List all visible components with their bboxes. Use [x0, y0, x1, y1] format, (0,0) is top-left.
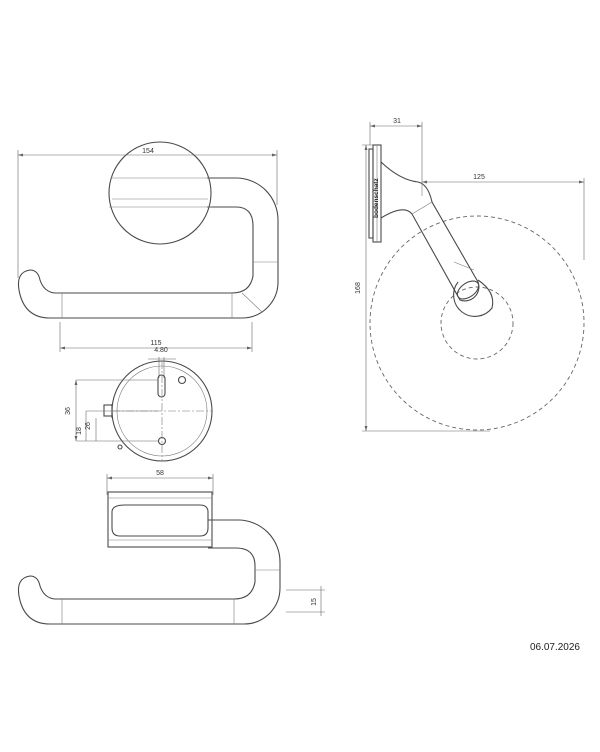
front-view: 154 115	[17, 141, 279, 352]
dim-4-80: 4.80	[154, 347, 168, 354]
brand-label: bodenschatz	[373, 178, 380, 218]
dim-36: 36	[65, 407, 72, 415]
dim-26: 26	[85, 422, 92, 430]
dim-31: 31	[393, 118, 401, 125]
dim-154: 154	[142, 148, 154, 155]
top-view: 58 15	[17, 470, 325, 625]
dim-125: 125	[473, 174, 485, 181]
drawing-date: 06.07.2026	[529, 642, 580, 653]
side-view: 31 125 168 bodenschatz	[355, 118, 585, 432]
dim-58: 58	[156, 470, 164, 477]
wall-plate-view: 4.80 36 26 18	[65, 347, 213, 462]
dim-168: 168	[355, 282, 362, 294]
dim-18: 18	[76, 427, 83, 435]
dim-15: 15	[311, 598, 318, 606]
dim-115: 115	[150, 340, 161, 347]
